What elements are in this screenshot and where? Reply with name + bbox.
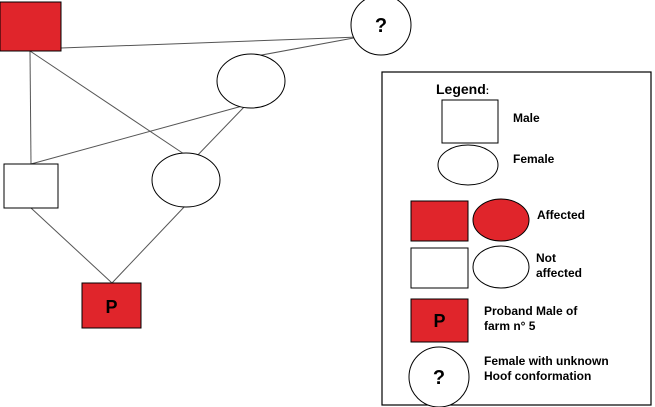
unaffected-male <box>3 163 59 209</box>
legend-affected-female-symbol <box>472 198 530 242</box>
legend-unknown-label: Female with unknown Hoof conformation <box>484 354 612 383</box>
proband-symbol: P <box>105 297 117 317</box>
legend-male-symbol <box>441 99 499 144</box>
legend-unaffected-male-symbol <box>410 247 469 289</box>
legend-unknown-letter: ? <box>433 367 445 389</box>
proband-male <box>81 282 142 329</box>
legend-proband-letter: P <box>433 311 445 331</box>
legend-affected-label: Affected <box>537 208 585 222</box>
line-unknown-to-female-top <box>250 36 360 58</box>
legend-unaffected-female-symbol <box>472 245 530 289</box>
line-grandsire-unknown-female <box>60 36 360 49</box>
legend-female-symbol <box>437 144 499 186</box>
legend-proband-symbol <box>410 298 469 343</box>
line-female-top-to-male <box>30 104 247 165</box>
line-grandsire-to-female-bottom <box>29 50 194 161</box>
legend-female-label: Female <box>513 152 555 166</box>
unaffected-female-top <box>216 53 286 109</box>
legend-title: Legend: <box>436 81 489 97</box>
legend-affected-male-symbol <box>410 200 469 242</box>
unknown-female <box>350 0 412 56</box>
line-grandsire-to-male <box>29 50 32 165</box>
legend-unknown-symbol <box>408 346 470 407</box>
line-male-to-proband <box>30 207 113 284</box>
legend-proband-label: Proband Male of farm n° 5 <box>484 304 581 333</box>
unknown-female-symbol: ? <box>375 15 387 37</box>
legend-male-label: Male <box>513 111 540 125</box>
line-female-top-to-female-bottom <box>192 104 247 161</box>
unaffected-female-bottom <box>151 152 221 208</box>
pedigree-lines <box>29 36 360 284</box>
line-female-bottom-to-proband <box>111 204 187 284</box>
legend-not-affected-label: Not affected <box>536 251 582 280</box>
affected-male-grandsire <box>0 1 62 52</box>
